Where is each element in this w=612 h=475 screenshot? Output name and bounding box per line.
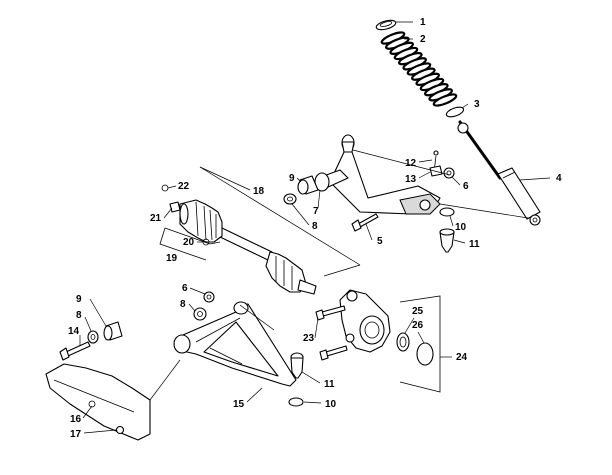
nut-part-6-lower — [203, 291, 215, 303]
bushing-part-9-upper — [297, 175, 319, 195]
leader-line-c21 — [163, 207, 173, 219]
knuckle-kit-bracket-part-24 — [399, 295, 441, 393]
callout-c11b: 11 — [324, 379, 335, 390]
callout-c14: 14 — [68, 326, 80, 337]
upper-a-arm-part-7 — [314, 134, 441, 215]
boot-kit-frame-part-19 — [159, 227, 221, 261]
leader-line-c26 — [417, 331, 425, 344]
leader-line-c23 — [314, 317, 319, 339]
bearing-part-25 — [396, 332, 410, 352]
guide-line — [323, 264, 361, 277]
snap-ring-part-10-lower — [288, 397, 304, 407]
callout-c25: 25 — [412, 306, 424, 317]
bolt-part-5 — [351, 213, 379, 232]
callout-c8b: 8 — [180, 299, 186, 310]
drive-shaft-part-18 — [179, 199, 317, 295]
callout-c19: 19 — [166, 253, 178, 264]
callout-c6b: 6 — [182, 283, 188, 294]
callout-c26: 26 — [412, 320, 424, 331]
callout-c10a: 10 — [455, 222, 467, 233]
callout-c20: 20 — [183, 237, 195, 248]
bushing-part-9-lower — [103, 321, 123, 341]
leader-line-c8c — [84, 316, 92, 332]
callout-c3: 3 — [474, 99, 480, 110]
callout-c15: 15 — [233, 399, 245, 410]
leader-line-c13 — [418, 171, 431, 179]
snap-ring-part-10-upper — [439, 207, 455, 217]
callout-c18: 18 — [253, 186, 265, 197]
callout-c24: 24 — [456, 352, 468, 363]
callout-c21: 21 — [150, 213, 162, 224]
callout-c22: 22 — [178, 181, 190, 192]
leader-line-c22 — [167, 185, 177, 189]
callout-c11a: 11 — [469, 239, 480, 250]
leader-line-c10b — [303, 401, 322, 404]
callout-c5: 5 — [377, 236, 383, 247]
spring-retainer-part-1 — [375, 19, 397, 31]
leader-line-c25 — [404, 317, 415, 334]
a-arm-guard-part-16 — [45, 363, 151, 441]
bolt-part-14 — [59, 341, 91, 361]
leader-line-c18 — [199, 166, 251, 191]
callout-c1: 1 — [420, 17, 426, 28]
callout-c6a: 6 — [463, 181, 469, 192]
leader-line-c9a — [296, 177, 302, 183]
leader-line-c9b — [89, 298, 107, 327]
leader-line-c11b — [301, 371, 321, 384]
guide-line — [149, 359, 181, 401]
callout-c7: 7 — [313, 206, 319, 217]
lower-a-arm-part-15 — [173, 301, 297, 387]
leader-line-c17 — [83, 429, 117, 434]
leader-line-c5 — [365, 223, 373, 241]
callout-c8a: 8 — [312, 221, 318, 232]
callout-c23: 23 — [303, 333, 315, 344]
leader-line-c8b — [188, 303, 196, 312]
spring-seat-part-3 — [445, 106, 465, 118]
ball-joint-part-11-upper — [439, 228, 455, 253]
ball-joint-part-11-lower — [290, 352, 304, 379]
leader-line-c6b — [189, 287, 206, 295]
washer-part-8-lower-right — [193, 307, 207, 321]
callout-c8c: 8 — [76, 310, 82, 321]
castle-nut-part-13 — [429, 165, 443, 177]
leader-line-c10a — [449, 215, 454, 227]
callout-c16: 16 — [70, 414, 82, 425]
nut-part-6-upper — [443, 167, 455, 179]
leader-line-c8a — [291, 203, 310, 226]
callout-c2: 2 — [420, 34, 426, 45]
leader-line-c11a — [453, 239, 466, 244]
leader-line-c3 — [461, 103, 469, 109]
callout-c9a: 9 — [289, 173, 295, 184]
leader-line-c12 — [418, 159, 433, 163]
screw-part-17 — [115, 425, 125, 435]
guide-line — [199, 166, 361, 266]
leader-line-c16 — [82, 405, 93, 419]
shock-absorber-part-4 — [457, 120, 541, 226]
guide-line — [352, 149, 451, 176]
retaining-ring-part-26 — [416, 342, 434, 366]
leader-line-c4 — [519, 177, 551, 181]
guide-line — [439, 203, 529, 219]
steering-knuckle — [339, 289, 391, 353]
circlip-part-22 — [161, 184, 169, 192]
leader-line-c7 — [317, 189, 321, 209]
bolt-part-23 — [315, 305, 348, 361]
washer-part-8-upper — [283, 193, 297, 205]
leader-line-c15 — [246, 387, 263, 403]
clip-part-21 — [169, 201, 181, 213]
callout-c13: 13 — [405, 174, 417, 185]
coil-spring-part-2 — [380, 31, 458, 107]
guide-line — [239, 304, 275, 331]
callout-c17: 17 — [70, 429, 82, 440]
leader-line-c6a — [451, 176, 461, 186]
callout-c10b: 10 — [325, 399, 337, 410]
callout-c9b: 9 — [76, 294, 82, 305]
callout-c4: 4 — [556, 173, 562, 184]
callout-c12: 12 — [405, 158, 417, 169]
washer-part-8-lower-left — [87, 330, 99, 344]
